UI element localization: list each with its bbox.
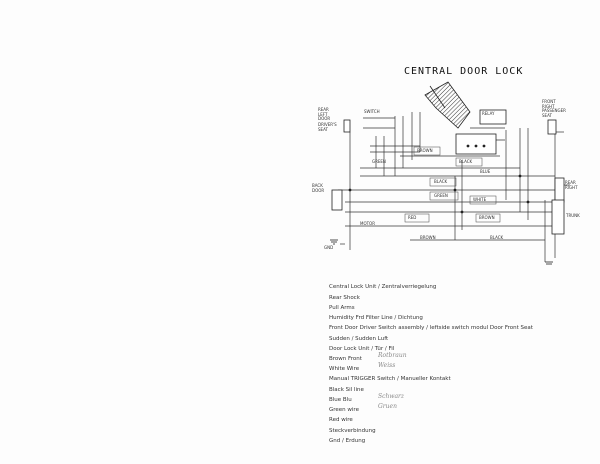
legend-item: Humidity Frd Filter Line / Dichtung	[329, 315, 423, 321]
legend-item: Red wire	[329, 417, 353, 423]
legend-item: Sudden / Sudden Luft	[329, 336, 389, 342]
legend-item: Blue Blu	[329, 397, 352, 403]
legend-item: Central Lock Unit / Zentralverriegelung	[329, 284, 437, 290]
legend-item: Pull Arms	[329, 305, 355, 311]
label-relay: RELAY	[482, 111, 495, 116]
wire-label-b: BLACK	[459, 159, 473, 164]
wire-label-a: BROWN	[479, 215, 495, 220]
label-motor: MOTOR	[360, 221, 375, 226]
handwritten-note: Gruen	[378, 403, 397, 410]
legend-item: Rear Shock	[329, 295, 360, 301]
handwritten-note: Weiss	[378, 362, 396, 369]
legend-item: Green wire	[329, 407, 359, 413]
legend-item: Door Lock Unit / Tür / Fil	[329, 346, 395, 352]
legend-item: Manual TRIGGER Switch / Manueller Kontak…	[329, 376, 451, 382]
lock-actuator-icon	[424, 81, 471, 129]
wiring-lines	[338, 112, 570, 262]
label-rear-right: REAR RIGHT	[565, 180, 578, 190]
legend-item: Gnd / Erdung	[329, 438, 366, 444]
wire-label-white: WHITE	[473, 197, 487, 202]
legend-item: Brown Front	[329, 356, 362, 362]
label-ground: GND	[324, 245, 334, 250]
label-rear-left-door: REAR LEFT DOOR	[318, 107, 331, 121]
handwritten-note: Rotbraun	[378, 352, 407, 359]
front-right-door-switch-icon	[547, 119, 557, 135]
wire-label-brown: BROWN	[417, 148, 433, 153]
legend-item: White Wire	[329, 366, 360, 372]
wire-label-black: BLACK	[434, 179, 448, 184]
relay-box-icon	[455, 133, 497, 155]
ground-icon	[330, 239, 553, 265]
handwritten-note: Schwarz	[378, 393, 405, 400]
right-motor-icon	[554, 177, 565, 203]
connector-icon	[479, 109, 507, 125]
wire-label-red: RED	[408, 215, 417, 220]
wire-label-green: GREEN	[434, 193, 448, 198]
label-switch: SWITCH	[364, 109, 380, 114]
label-driver-seat: DRIVER'S SEAT	[318, 122, 337, 132]
label-trunk: TRUNK	[566, 213, 580, 218]
label-back-door: BACK DOOR	[312, 183, 325, 193]
rear-left-door-switch-icon	[343, 119, 351, 133]
legend-item: Front Door Driver Switch assembly / left…	[329, 325, 533, 331]
wire-label-c: GREEN	[372, 159, 386, 164]
left-motor-icon	[331, 189, 343, 211]
wire-label-e: BLACK	[490, 235, 504, 240]
legend-item: Black Sil line	[329, 387, 364, 393]
trunk-motor-icon	[551, 199, 565, 235]
diagram-title: CENTRAL DOOR LOCK	[404, 66, 524, 77]
label-front-right-seat: FRONT RIGHT PASSENGER SEAT	[542, 99, 566, 118]
wire-label-f: BLUE	[480, 169, 491, 174]
wire-label-d: BROWN	[420, 235, 436, 240]
legend-item: Steckverbindung	[329, 428, 376, 434]
